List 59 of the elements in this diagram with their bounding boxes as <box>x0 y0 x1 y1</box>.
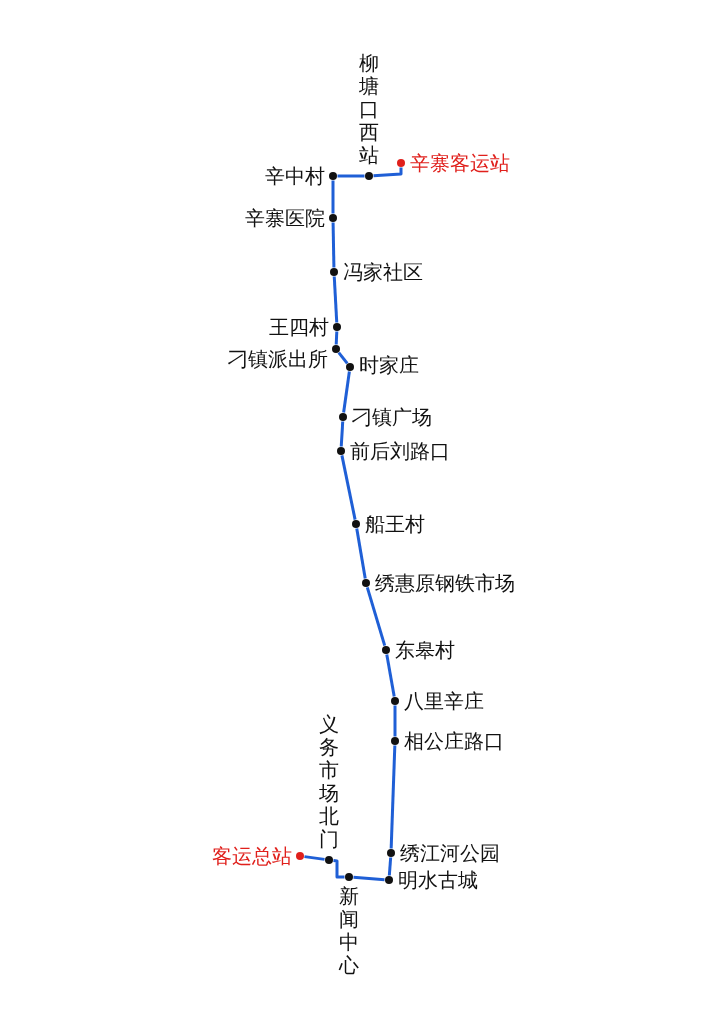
station-dot <box>352 520 360 528</box>
route-line <box>331 180 335 214</box>
station-dot <box>345 873 353 881</box>
route-line <box>304 855 325 861</box>
station-name: 绣惠原钢铁市场 <box>375 571 515 595</box>
route-line <box>387 857 393 876</box>
station-name: 辛寨医院 <box>245 206 325 230</box>
station-dot <box>391 737 399 745</box>
station-dot <box>296 852 304 860</box>
station-name: 东皋村 <box>395 638 455 662</box>
route-line <box>365 586 387 647</box>
station-name: 刁镇派出所 <box>228 347 328 371</box>
station-name: 明水古城 <box>398 868 478 892</box>
station-dot <box>391 697 399 705</box>
station-name: 八里辛庄 <box>404 689 484 713</box>
station-name: 王四村 <box>269 315 329 339</box>
route-line <box>340 455 357 520</box>
station-name: 义务市场北门 <box>319 713 339 851</box>
route-line <box>334 331 339 345</box>
station-name: 相公庄路口 <box>404 729 504 753</box>
station-dot <box>332 345 340 353</box>
station-name: 时家庄 <box>359 353 419 377</box>
station-name: 冯家社区 <box>343 260 423 284</box>
station-name: 绣江河公园 <box>400 841 500 865</box>
station-dot <box>346 363 354 371</box>
station-dot <box>333 323 341 331</box>
station-dot <box>385 876 393 884</box>
station-dot <box>329 214 337 222</box>
route-line <box>337 351 349 365</box>
station-name: 新闻中心 <box>339 885 359 977</box>
station-dot <box>337 447 345 455</box>
station-name: 客运总站 <box>212 844 292 868</box>
route-line <box>355 528 367 579</box>
station-name: 柳塘口西站 <box>359 52 379 167</box>
station-dot <box>330 268 338 276</box>
station-name: 前后刘路口 <box>350 439 450 463</box>
route-line <box>393 705 397 737</box>
station-name: 辛中村 <box>265 164 325 188</box>
route-line <box>337 174 365 178</box>
station-dot <box>325 856 333 864</box>
station-name: 船王村 <box>365 512 425 536</box>
route-line <box>373 167 403 178</box>
route-line <box>389 745 397 849</box>
route-line <box>342 371 351 413</box>
station-dot <box>387 849 395 857</box>
station-dot <box>365 172 373 180</box>
station-dot <box>397 159 405 167</box>
station-dot <box>382 646 390 654</box>
route-line <box>332 276 339 323</box>
route-line <box>339 421 345 447</box>
station-name: 辛寨客运站 <box>410 151 510 175</box>
route-line <box>333 859 345 879</box>
route-line <box>353 875 385 882</box>
route-line <box>331 222 336 268</box>
station-dot <box>339 413 347 421</box>
route-line <box>385 654 396 697</box>
station-dot <box>329 172 337 180</box>
station-dot <box>362 579 370 587</box>
station-name: 刁镇广场 <box>352 405 432 429</box>
